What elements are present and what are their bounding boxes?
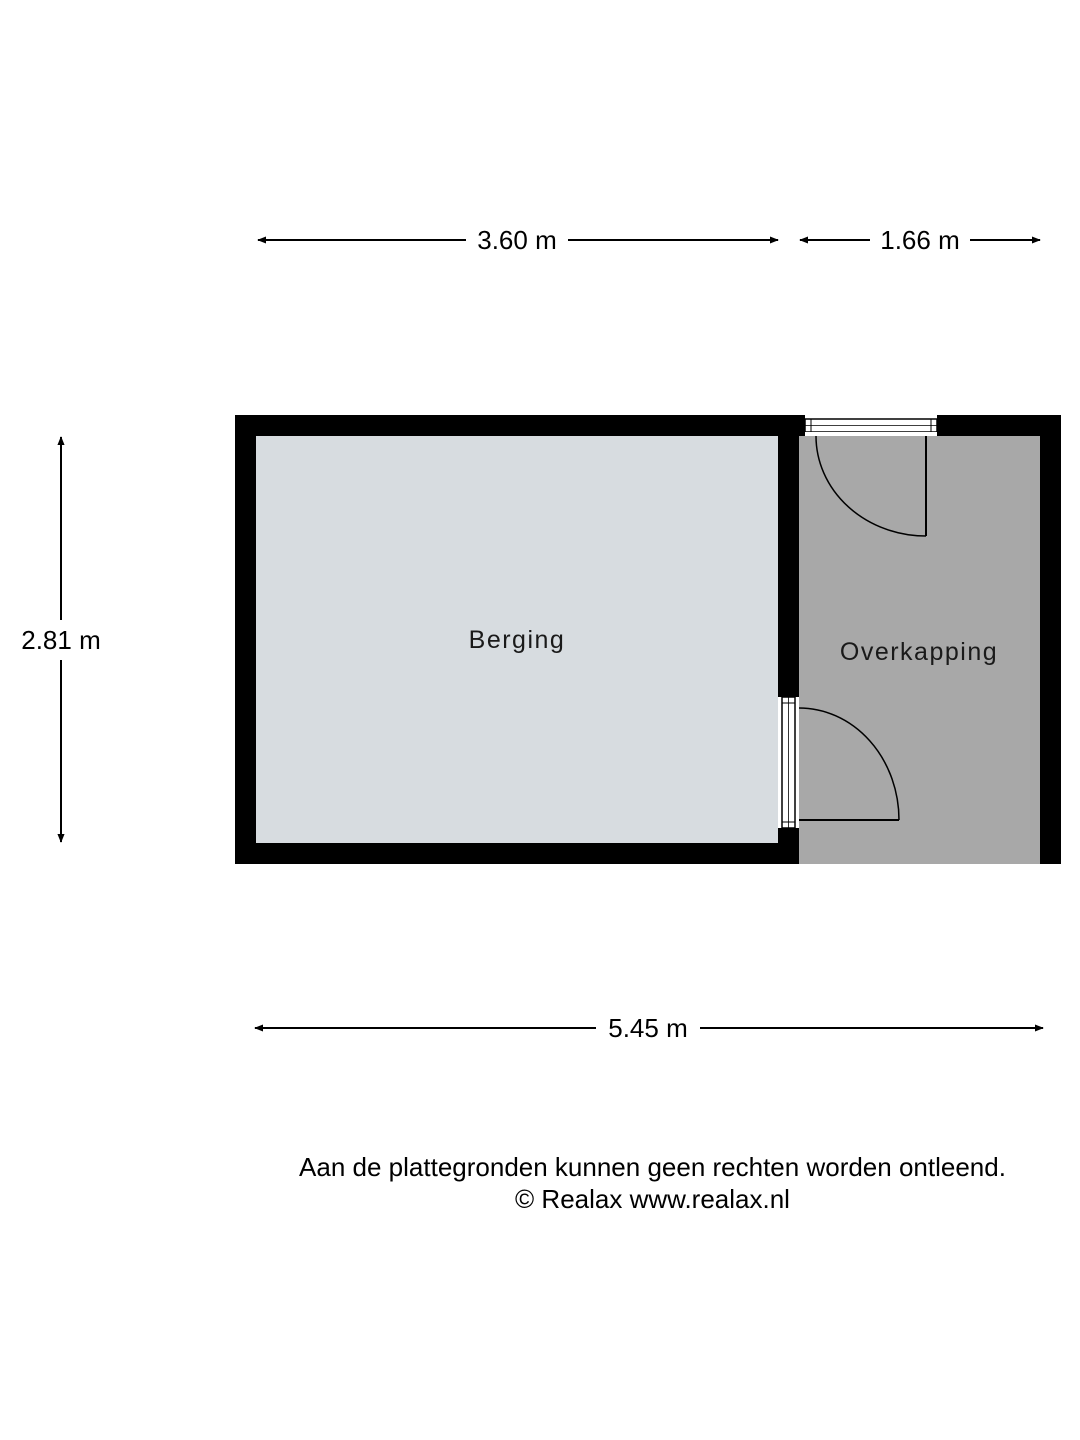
room-berging-floor (256, 436, 778, 843)
dimension-total-width: 5.45 m (254, 1013, 1044, 1043)
dimension-label-total-width: 5.45 m (608, 1013, 688, 1043)
walls (235, 415, 1061, 864)
dimension-label-top-right: 1.66 m (880, 225, 960, 255)
dimension-top-left: 3.60 m (257, 225, 779, 255)
copyright-text: © Realax www.realax.nl (515, 1184, 790, 1214)
dimension-label-height: 2.81 m (21, 625, 101, 655)
room-label-overkapping: Overkapping (840, 638, 998, 666)
disclaimer-text: Aan de plattegronden kunnen geen rechten… (299, 1152, 1006, 1182)
room-overkapping-floor (799, 436, 1040, 864)
dimension-top-right: 1.66 m (799, 225, 1041, 255)
door-middle (781, 696, 900, 829)
dimension-label-top-left: 3.60 m (477, 225, 557, 255)
door-top (804, 418, 938, 537)
room-label-berging: Berging (469, 626, 566, 654)
dimension-height: 2.81 m (21, 436, 101, 843)
